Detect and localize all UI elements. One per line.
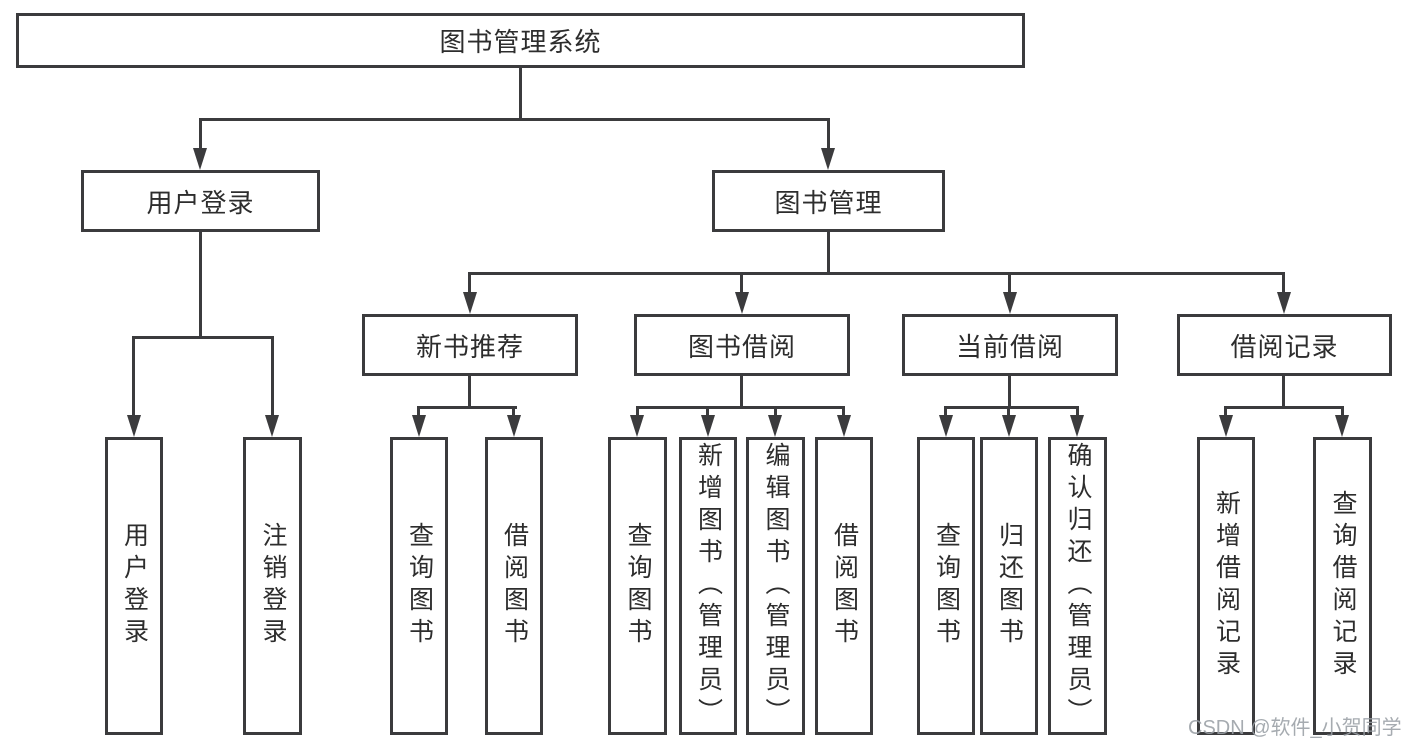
- node-book-management-label: 图书管理: [774, 187, 883, 218]
- node-new-book-recommend: 新书推荐: [362, 314, 578, 376]
- edge-current-drop-3: [1076, 406, 1079, 419]
- edge-records-stub: [1282, 376, 1285, 409]
- arrow-down-icon: [1277, 292, 1291, 314]
- edge-borrow-stub: [740, 376, 743, 409]
- node-root-label: 图书管理系统: [439, 27, 602, 57]
- edge-level1-drop-left: [199, 118, 202, 151]
- leaf-return-books-label: 归还图书: [995, 522, 1024, 650]
- leaf-current-query-books-label: 查询图书: [932, 522, 961, 650]
- edge-borrow-drop-4: [842, 406, 845, 419]
- node-user-login-label: 用户登录: [146, 187, 255, 218]
- edge-borrow-drop-3: [774, 406, 777, 419]
- edge-user-login-drop-2: [271, 336, 274, 418]
- edge-level1-bar: [199, 118, 830, 121]
- csdn-watermark: CSDN @软件_小贺同学: [1188, 717, 1402, 739]
- node-book-borrow-label: 图书借阅: [687, 331, 796, 362]
- edge-recommend-drop-2: [512, 406, 515, 419]
- leaf-current-query-books: 查询图书: [917, 437, 975, 735]
- leaf-confirm-return-admin: 确认归还（管理员）: [1048, 437, 1107, 735]
- edge-level1-drop-right: [827, 118, 830, 151]
- leaf-return-books: 归还图书: [980, 437, 1038, 735]
- arrow-down-icon: [768, 415, 782, 437]
- edge-current-drop-1: [944, 406, 947, 419]
- edge-borrow-bar: [636, 406, 845, 409]
- edge-current-stub: [1008, 376, 1011, 409]
- leaf-recommend-borrow-books-label: 借阅图书: [500, 522, 529, 650]
- leaf-edit-book-admin: 编辑图书（管理员）: [746, 437, 805, 735]
- node-current-borrow: 当前借阅: [902, 314, 1118, 376]
- leaf-edit-book-admin-label: 编辑图书（管理员）: [762, 442, 790, 730]
- edge-records-bar: [1224, 406, 1344, 409]
- arrow-down-icon: [1335, 415, 1349, 437]
- edge-user-login-stub: [199, 232, 202, 339]
- leaf-logout: 注销登录: [243, 437, 302, 735]
- arrow-down-icon: [939, 415, 953, 437]
- node-root-system: 图书管理系统: [16, 13, 1025, 68]
- edge-level3-drop-3: [1008, 272, 1011, 295]
- leaf-borrow-books-label: 借阅图书: [830, 522, 859, 650]
- edge-book-mgmt-stub: [827, 232, 830, 275]
- arrow-down-icon: [821, 148, 835, 170]
- leaf-add-borrow-record-label: 新增借阅记录: [1212, 490, 1241, 682]
- arrow-down-icon: [193, 148, 207, 170]
- arrow-down-icon: [701, 415, 715, 437]
- node-current-borrow-label: 当前借阅: [955, 331, 1064, 362]
- edge-level3-drop-1: [468, 272, 471, 295]
- leaf-add-borrow-record: 新增借阅记录: [1197, 437, 1255, 735]
- arrow-down-icon: [1219, 415, 1233, 437]
- arrow-down-icon: [1003, 292, 1017, 314]
- edge-user-login-drop-1: [132, 336, 135, 418]
- leaf-confirm-return-admin-label: 确认归还（管理员）: [1064, 442, 1092, 730]
- node-borrow-records-label: 借阅记录: [1230, 331, 1339, 362]
- edge-level3-drop-2: [740, 272, 743, 295]
- edge-level3-bar: [468, 272, 1285, 275]
- leaf-query-borrow-record: 查询借阅记录: [1313, 437, 1372, 735]
- arrow-down-icon: [127, 415, 141, 437]
- leaf-logout-label: 注销登录: [259, 522, 287, 650]
- leaf-borrow-query-books-label: 查询图书: [624, 522, 652, 650]
- leaf-query-borrow-record-label: 查询借阅记录: [1329, 490, 1357, 682]
- node-new-book-recommend-label: 新书推荐: [415, 331, 524, 362]
- leaf-recommend-query-books-label: 查询图书: [405, 522, 434, 650]
- arrow-down-icon: [463, 292, 477, 314]
- node-book-borrow: 图书借阅: [634, 314, 850, 376]
- edge-user-login-bar: [132, 336, 274, 339]
- edge-root-stub: [519, 68, 522, 121]
- leaf-add-book-admin-label: 新增图书（管理员）: [694, 442, 723, 730]
- edge-current-bar: [944, 406, 1079, 409]
- edge-borrow-drop-2: [706, 406, 709, 419]
- arrow-down-icon: [265, 415, 279, 437]
- leaf-recommend-query-books: 查询图书: [390, 437, 448, 735]
- arrow-down-icon: [1002, 415, 1016, 437]
- edge-recommend-stub: [468, 376, 471, 409]
- edge-records-drop-2: [1341, 406, 1344, 419]
- edge-borrow-drop-1: [636, 406, 639, 419]
- leaf-recommend-borrow-books: 借阅图书: [485, 437, 543, 735]
- leaf-user-login-label: 用户登录: [120, 522, 149, 650]
- leaf-add-book-admin: 新增图书（管理员）: [679, 437, 737, 735]
- arrow-down-icon: [630, 415, 644, 437]
- leaf-borrow-books: 借阅图书: [815, 437, 873, 735]
- edge-current-drop-2: [1007, 406, 1010, 419]
- arrow-down-icon: [735, 292, 749, 314]
- arrow-down-icon: [412, 415, 426, 437]
- edge-recommend-bar: [417, 406, 517, 409]
- edge-recommend-drop-1: [417, 406, 420, 419]
- node-book-management: 图书管理: [712, 170, 945, 232]
- node-user-login: 用户登录: [81, 170, 320, 232]
- node-borrow-records: 借阅记录: [1177, 314, 1392, 376]
- arrow-down-icon: [837, 415, 851, 437]
- arrow-down-icon: [507, 415, 521, 437]
- arrow-down-icon: [1070, 415, 1084, 437]
- leaf-user-login: 用户登录: [105, 437, 163, 735]
- leaf-borrow-query-books: 查询图书: [608, 437, 667, 735]
- edge-records-drop-1: [1224, 406, 1227, 419]
- edge-level3-drop-4: [1282, 272, 1285, 295]
